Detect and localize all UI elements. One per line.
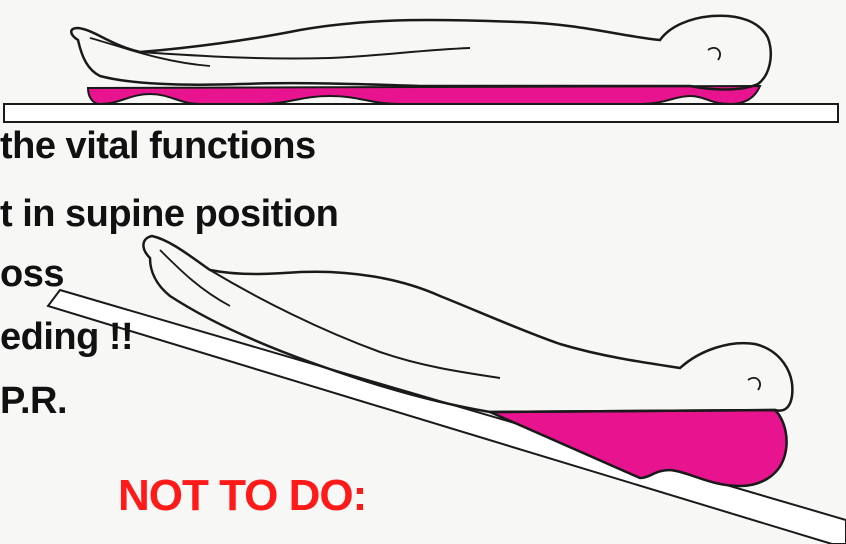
bullet-supine-position: t in supine position	[0, 195, 338, 233]
not-to-do-heading: NOT TO DO:	[118, 474, 366, 518]
bullet-bleeding: eding !!	[0, 318, 133, 356]
bullet-vital-functions: the vital functions	[0, 127, 316, 165]
flat-board	[4, 104, 838, 122]
bullet-loss: oss	[0, 255, 64, 293]
flat-blood-pool	[88, 86, 760, 104]
bullet-cpr: P.R.	[0, 382, 67, 420]
